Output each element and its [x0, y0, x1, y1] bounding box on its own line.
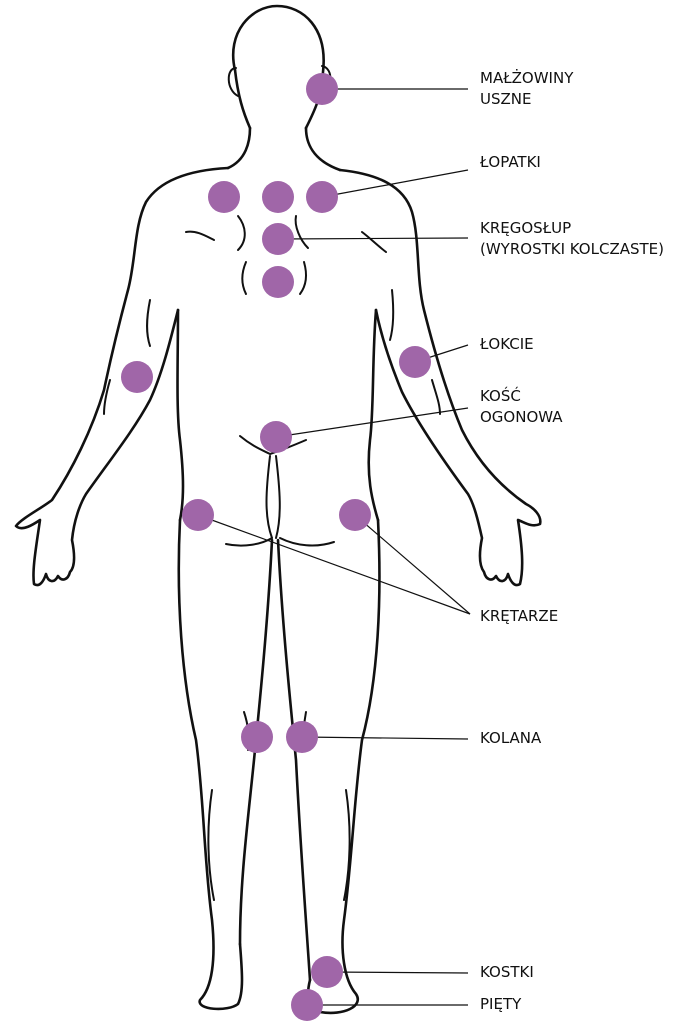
- marker-shoulder-blade-right: [306, 181, 338, 213]
- label-ankles: KOSTKI: [480, 962, 534, 983]
- label-spine-line1: KRĘGOSŁUP: [480, 218, 664, 239]
- leader-spine: [278, 238, 468, 239]
- label-spine: KRĘGOSŁUP (WYROSTKI KOLCZASTE): [480, 218, 664, 260]
- marker-trochanter-left: [182, 499, 214, 531]
- marker-knee-right: [286, 721, 318, 753]
- pressure-point-markers: [121, 73, 431, 1021]
- label-ears-line2: USZNE: [480, 89, 573, 110]
- marker-spine-middle: [262, 223, 294, 255]
- label-ears-line1: MAŁŻOWINY: [480, 68, 573, 89]
- leader-lines: [198, 89, 470, 1005]
- marker-ear: [306, 73, 338, 105]
- marker-spine-upper: [262, 181, 294, 213]
- leader-knees: [302, 737, 468, 739]
- label-ears: MAŁŻOWINY USZNE: [480, 68, 573, 110]
- label-knees: KOLANA: [480, 728, 541, 749]
- marker-elbow-left: [121, 361, 153, 393]
- marker-elbow-right: [399, 346, 431, 378]
- marker-trochanter-right: [339, 499, 371, 531]
- marker-knee-left: [241, 721, 273, 753]
- label-elbows: ŁOKCIE: [480, 334, 534, 355]
- marker-tailbone: [260, 421, 292, 453]
- label-tailbone-line1: KOŚĆ: [480, 386, 563, 407]
- label-shoulder-blades: ŁOPATKI: [480, 152, 541, 173]
- label-tailbone: KOŚĆ OGONOWA: [480, 386, 563, 428]
- leader-trochanters-right: [355, 515, 470, 614]
- label-heels: PIĘTY: [480, 994, 521, 1015]
- leader-shoulder-blades: [322, 170, 468, 197]
- marker-heel: [291, 989, 323, 1021]
- label-tailbone-line2: OGONOWA: [480, 407, 563, 428]
- leader-trochanters-left: [198, 515, 470, 614]
- body-outline: [16, 6, 540, 1013]
- leader-ankles: [327, 972, 468, 973]
- label-spine-line2: (WYROSTKI KOLCZASTE): [480, 239, 664, 260]
- marker-spine-lower: [262, 266, 294, 298]
- label-trochanters: KRĘTARZE: [480, 606, 558, 627]
- marker-shoulder-blade-left: [208, 181, 240, 213]
- marker-ankle: [311, 956, 343, 988]
